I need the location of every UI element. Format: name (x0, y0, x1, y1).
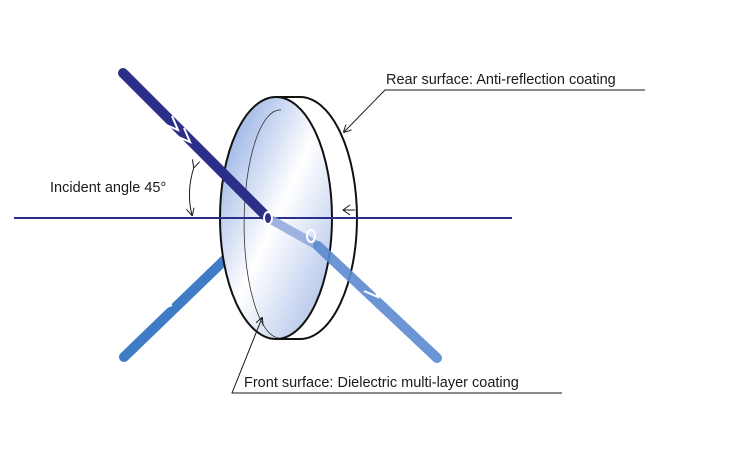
incident-angle-label: Incident angle 45° (50, 180, 166, 196)
front-surface-label: Front surface: Dielectric multi-layer co… (244, 375, 519, 391)
exit-point-icon (306, 229, 316, 243)
reflected-arrow-icon (156, 296, 173, 313)
angle-arc-icon (189, 167, 194, 215)
rear-leader-line (344, 89, 645, 132)
front-leader-line (231, 318, 562, 394)
incidence-point-icon (263, 211, 273, 225)
incident-arrow-icon (163, 115, 192, 144)
transmitted-beam (265, 214, 442, 363)
rear-surface-label: Rear surface: Anti-reflection coating (386, 72, 616, 88)
incident-beam (118, 68, 273, 225)
rear-arrow-icon (342, 204, 355, 216)
transmitted-arrow-icon (363, 282, 380, 299)
